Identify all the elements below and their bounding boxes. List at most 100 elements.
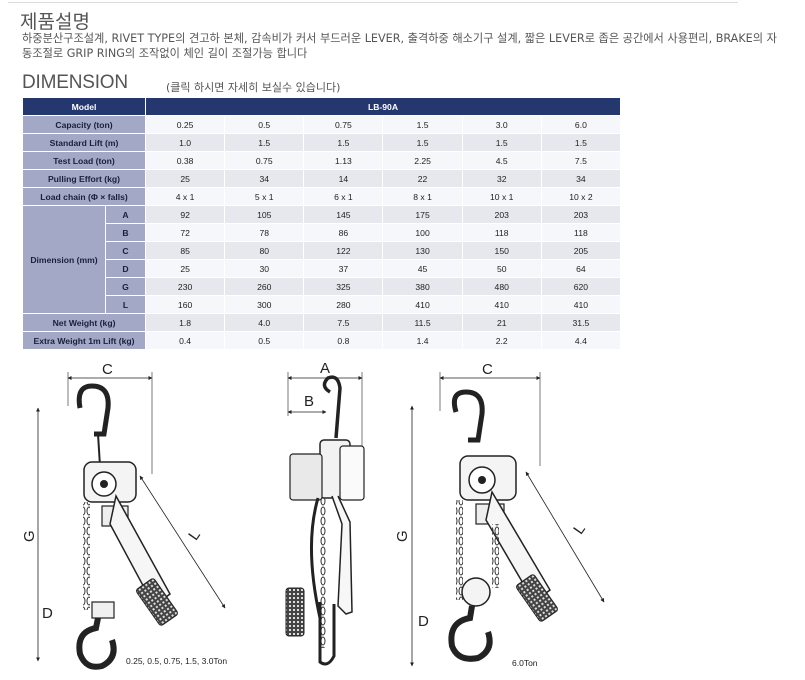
hoist-diagram: C G L D 0.25, 0.5, 0.75, 1.5, 3.0Ton A B — [21, 360, 605, 670]
dimension-sub-label: G — [104, 277, 147, 296]
table-cell: 0.4 — [145, 331, 226, 350]
table-cell: 1.5 — [540, 133, 622, 152]
table-cell: 7.5 — [540, 151, 622, 170]
caption-right: 6.0Ton — [512, 658, 538, 668]
table-cell: 31.5 — [540, 313, 622, 332]
middle-hoist-drawing: A B — [285, 360, 365, 666]
table-cell: 3.0 — [461, 115, 542, 134]
dimension-note[interactable]: (클릭 하시면 자세히 보실수 있습니다) — [166, 81, 341, 94]
dim-label-a: A — [320, 360, 330, 377]
table-cell: 4.4 — [540, 331, 622, 350]
table-cell: 1.13 — [303, 151, 384, 170]
table-cell: 260 — [224, 277, 305, 296]
table-cell: 0.25 — [145, 115, 226, 134]
table-cell: 4.0 — [224, 313, 305, 332]
table-cell: 22 — [382, 169, 463, 188]
table-cell: 203 — [461, 205, 542, 224]
table-cell: 34 — [540, 169, 622, 188]
table-cell: 380 — [382, 277, 463, 296]
left-hoist-drawing: C G L D 0.25, 0.5, 0.75, 1.5, 3.0Ton — [21, 361, 227, 670]
row-label: Capacity (ton) — [21, 115, 147, 134]
table-cell: 8 x 1 — [382, 187, 463, 206]
table-cell: 1.5 — [382, 115, 463, 134]
table-cell: 230 — [145, 277, 226, 296]
top-divider — [8, 2, 738, 3]
row-label: Test Load (ton) — [21, 151, 147, 170]
table-cell: 1.5 — [224, 133, 305, 152]
table-cell: 280 — [303, 295, 384, 314]
table-cell: 118 — [540, 223, 622, 242]
table-cell: 64 — [540, 259, 622, 278]
table-cell: 145 — [303, 205, 384, 224]
table-cell: 25 — [145, 259, 226, 278]
dim-label-c-right: C — [482, 361, 493, 378]
row-label: Standard Lift (m) — [21, 133, 147, 152]
dimension-group-label: Dimension (mm) — [22, 205, 106, 314]
table-cell: 105 — [224, 205, 305, 224]
dim-label-g-right: G — [394, 530, 411, 542]
table-cell: 21 — [461, 313, 542, 332]
table-cell: 85 — [145, 241, 226, 260]
table-cell: 150 — [461, 241, 542, 260]
dimension-sub-label: L — [104, 295, 147, 314]
row-label: Pulling Effort (kg) — [21, 169, 147, 188]
table-cell: 6.0 — [540, 115, 622, 134]
dim-label-l-right: L — [570, 521, 589, 538]
dimension-sub-label: A — [104, 205, 147, 224]
table-cell: 1.0 — [145, 133, 226, 152]
row-label: Load chain (Φ × falls) — [21, 187, 147, 206]
table-cell: 410 — [540, 295, 622, 314]
row-label: Net Weight (kg) — [21, 313, 147, 332]
table-cell: 2.25 — [382, 151, 463, 170]
dim-label-d-left: D — [42, 605, 53, 622]
table-cell: 72 — [145, 223, 226, 242]
table-cell: 480 — [461, 277, 542, 296]
table-cell: 34 — [224, 169, 305, 188]
table-cell: 5 x 1 — [224, 187, 305, 206]
dim-label-d-right: D — [418, 613, 429, 630]
table-cell: 7.5 — [303, 313, 384, 332]
header-model-name: LB-90A — [145, 97, 621, 116]
table-cell: 620 — [540, 277, 622, 296]
table-cell: 118 — [461, 223, 542, 242]
table-cell: 1.5 — [461, 133, 542, 152]
caption-left: 0.25, 0.5, 0.75, 1.5, 3.0Ton — [126, 656, 227, 666]
table-cell: 11.5 — [382, 313, 463, 332]
table-cell: 410 — [461, 295, 542, 314]
table-cell: 37 — [303, 259, 384, 278]
product-description: 하중분산구조설계, RIVET TYPE의 견고하 본체, 감속비가 커서 부드… — [22, 32, 777, 60]
table-cell: 86 — [303, 223, 384, 242]
header-model-label: Model — [21, 97, 147, 116]
section-title: 제품설명 — [20, 12, 90, 33]
table-cell: 1.4 — [382, 331, 463, 350]
table-cell: 4.5 — [461, 151, 542, 170]
table-cell: 78 — [224, 223, 305, 242]
dim-label-c-left: C — [102, 361, 113, 378]
table-cell: 6 x 1 — [303, 187, 384, 206]
table-cell: 203 — [540, 205, 622, 224]
dimension-title: DIMENSION — [22, 72, 128, 93]
table-cell: 100 — [382, 223, 463, 242]
table-cell: 4 x 1 — [145, 187, 226, 206]
table-cell: 0.38 — [145, 151, 226, 170]
table-cell: 32 — [461, 169, 542, 188]
dimension-sub-label: B — [104, 223, 147, 242]
table-cell: 10 x 1 — [461, 187, 542, 206]
table-cell: 45 — [382, 259, 463, 278]
table-cell: 2.2 — [461, 331, 542, 350]
row-label: Extra Weight 1m Lift (kg) — [21, 331, 147, 350]
table-cell: 1.8 — [145, 313, 226, 332]
table-header-row: Model LB-90A — [21, 97, 621, 116]
table-cell: 0.5 — [224, 115, 305, 134]
table-cell: 1.5 — [382, 133, 463, 152]
table-cell: 25 — [145, 169, 226, 188]
